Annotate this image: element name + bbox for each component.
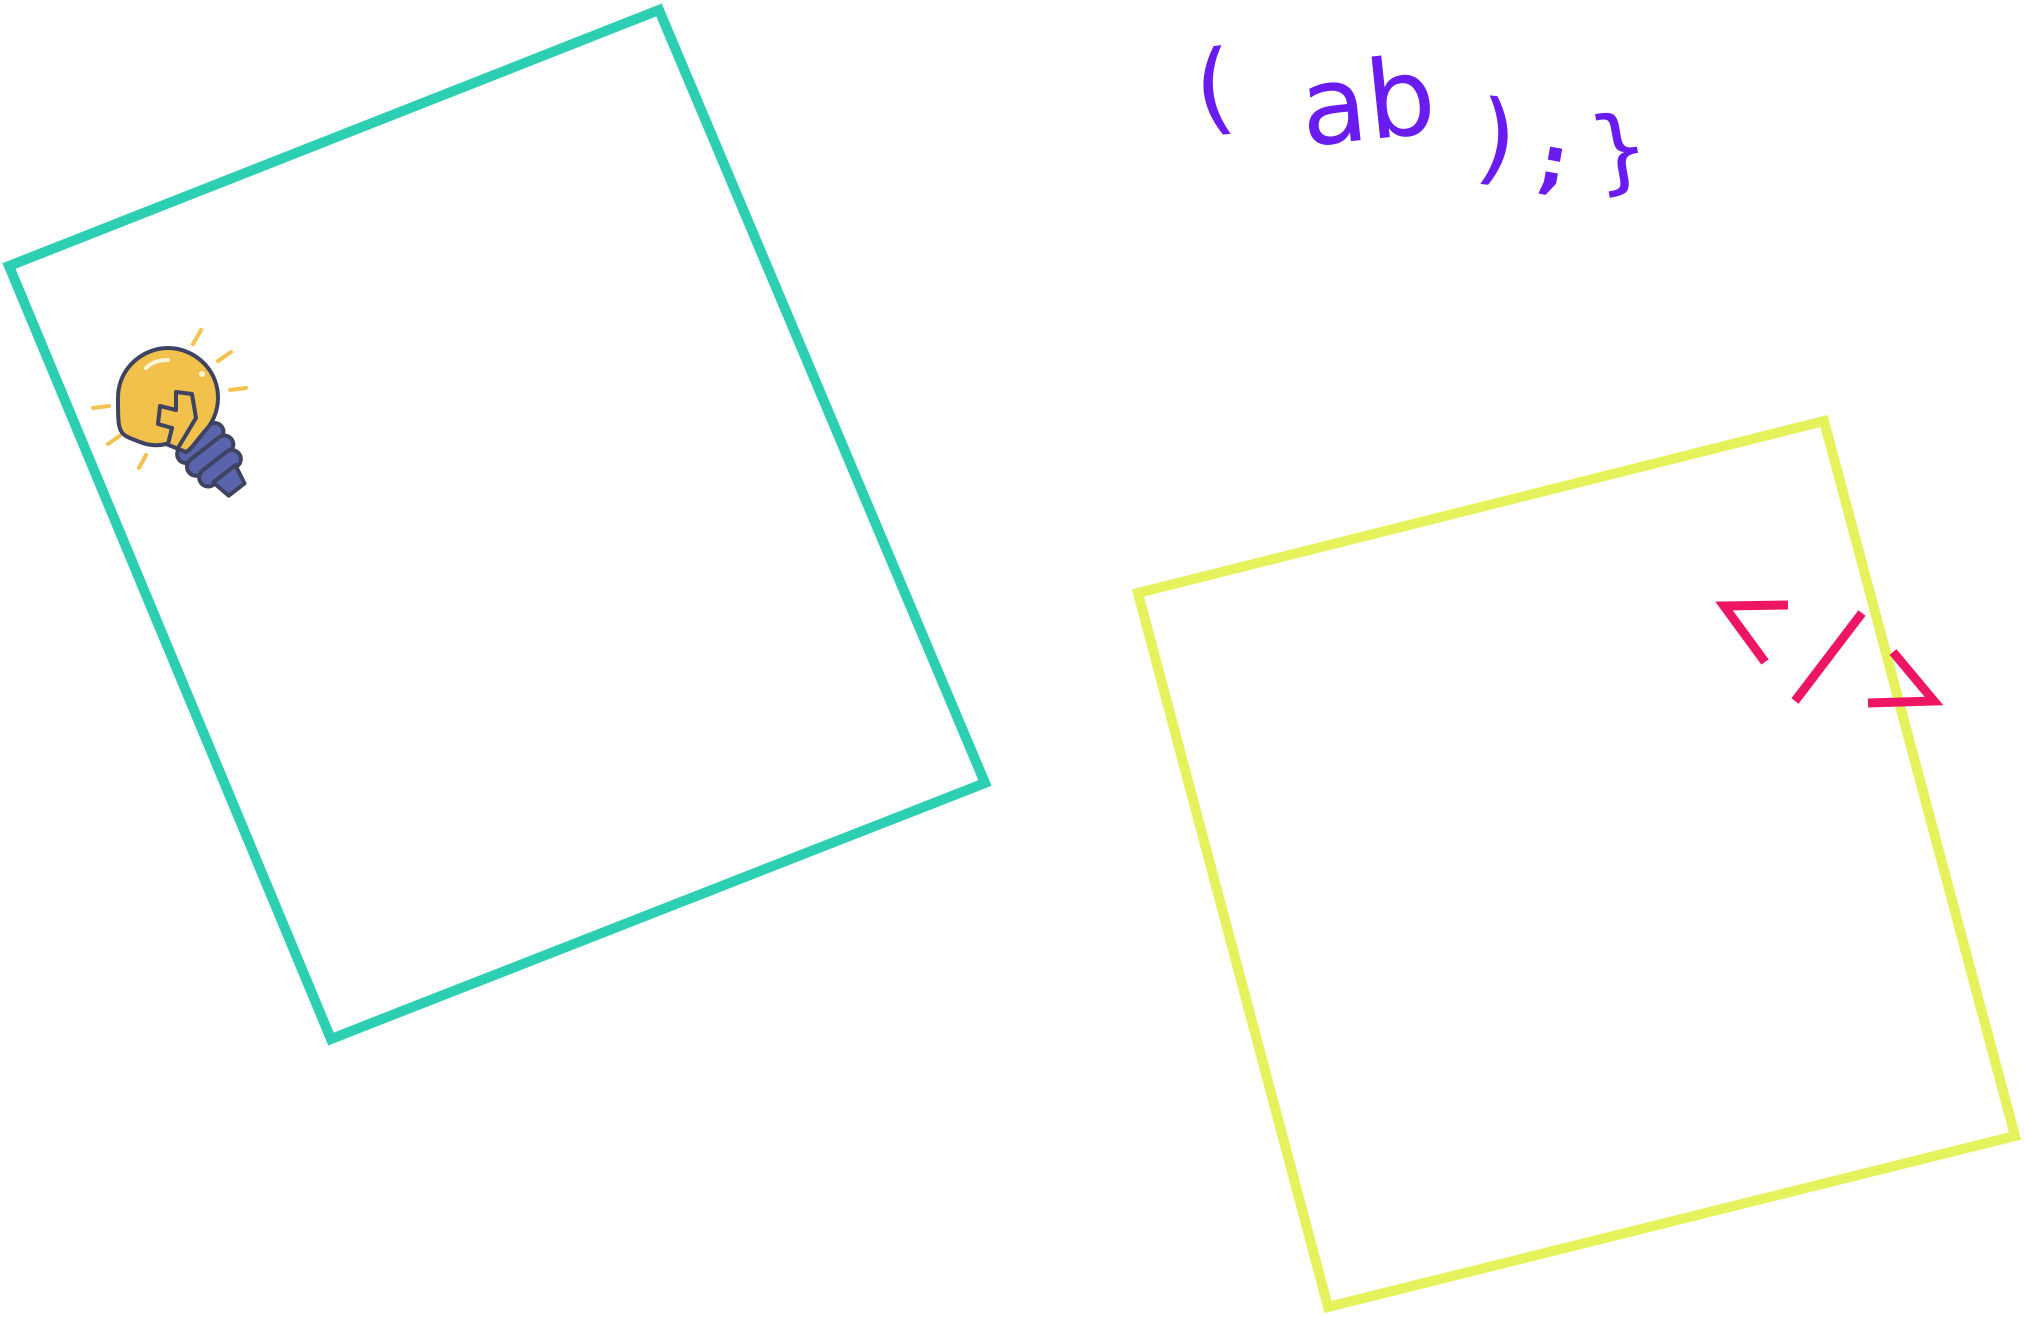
yellow-frame: [1131, 414, 2022, 1314]
brace-glyph: }: [1581, 91, 1657, 207]
code-tag-icon: [1715, 600, 1944, 708]
ab-glyph: ab: [1294, 33, 1441, 171]
code-glyphs: ( ab ) ; }: [1189, 27, 1658, 206]
green-frame: [2, 3, 992, 1046]
lightbulb-icon: [91, 328, 248, 498]
tag-left-chevron: [1715, 600, 1789, 665]
tag-slash: [1791, 610, 1866, 704]
tag-right-chevron: [1867, 649, 1944, 708]
open-paren-glyph: (: [1189, 27, 1240, 147]
close-paren-glyph: ): [1471, 78, 1522, 198]
semicolon-glyph: ;: [1533, 119, 1575, 205]
